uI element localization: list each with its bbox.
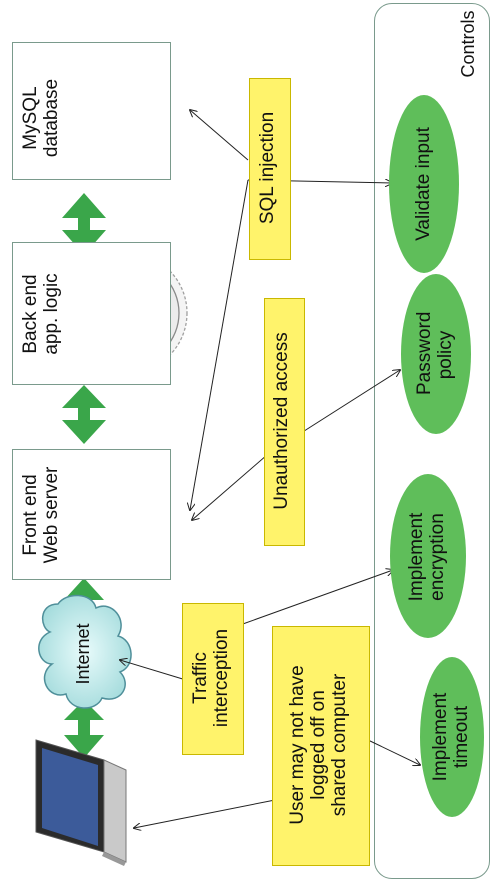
- internet-label: Internet: [73, 623, 93, 685]
- laptop-icon: [35, 739, 127, 866]
- control-password-policy: [401, 274, 471, 434]
- controls-panel: [374, 3, 490, 879]
- link-arrow-internet-laptop: [64, 700, 104, 758]
- threat-traffic-interception: [182, 603, 244, 755]
- threat-sql-injection-label: SQL injection: [257, 111, 278, 225]
- link-arrow-db-backend: [62, 193, 106, 255]
- frontend-box: [12, 449, 171, 580]
- backend-box: [12, 242, 171, 385]
- database-box: [12, 42, 171, 180]
- control-validate-input-label: Validate input: [413, 127, 434, 241]
- threat-user-logged-on: [272, 626, 370, 866]
- threat-sql-injection: [249, 78, 291, 260]
- control-implement-timeout: [420, 657, 484, 817]
- threat-unauthorized-access: [264, 298, 305, 546]
- threat-unauthorized-access-label: Unauthorized access: [271, 332, 292, 510]
- control-implement-encryption: [390, 474, 466, 638]
- cloud-icon: [38, 594, 132, 709]
- link-arrow-backend-frontend: [62, 385, 106, 444]
- control-validate-input: [389, 95, 459, 273]
